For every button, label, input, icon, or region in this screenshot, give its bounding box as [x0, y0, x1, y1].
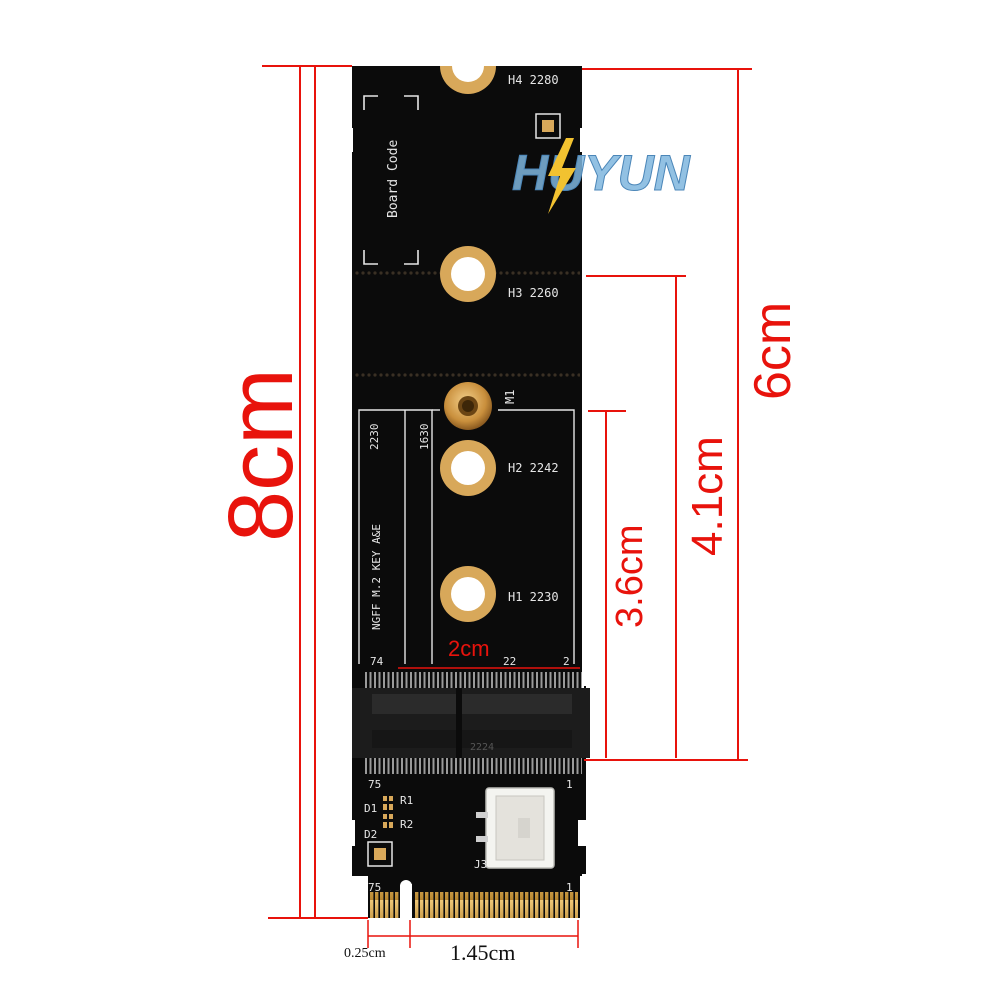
size-1630-label: 1630: [418, 424, 431, 451]
slot-pin-22: 22: [503, 655, 516, 668]
break-line-m1: [355, 373, 580, 379]
dim-3-6cm: 3.6cm: [609, 525, 651, 628]
dim-4-1cm: 4.1cm: [683, 436, 732, 556]
key-label: NGFF M.2 KEY A&E: [370, 524, 383, 630]
slot-pin-74: 74: [370, 655, 384, 668]
slot-pin-2: 2: [563, 655, 570, 668]
m1-label: M1: [503, 390, 517, 404]
dim-8cm: 8cm: [210, 368, 312, 542]
h2-mount-hole: [440, 440, 496, 496]
h1-label: H1 2230: [508, 590, 559, 604]
pcb-side-notch-bottom-r: [578, 820, 586, 846]
smd-components: D1 R1 R2 D2: [364, 794, 413, 841]
j3-label: J3: [474, 858, 487, 871]
board-code-frame: [363, 95, 419, 265]
board-code-label: Board Code: [386, 140, 401, 218]
lower-pin-1-top: 1: [566, 778, 573, 791]
h3-mount-hole: [440, 246, 496, 302]
dim-2cm: 2cm: [448, 636, 490, 661]
lower-pin-1-bottom: 1: [566, 881, 573, 894]
m2-socket: 2224: [352, 672, 590, 774]
r2-label: R2: [400, 818, 413, 831]
pcb-side-notch-top: [347, 128, 353, 152]
size-2230-label: 2230: [368, 424, 381, 451]
watermark-text: HUYUN: [512, 145, 691, 201]
r1-label: R1: [400, 794, 413, 807]
h2-label: H2 2242: [508, 461, 559, 475]
lower-pin-75-bottom: 75: [368, 881, 381, 894]
top-pad: [535, 113, 561, 139]
dim-6cm: 6cm: [744, 302, 802, 400]
dimension-annotations: 8cm 6cm 4.1cm 3.6cm 2cm 0.25cm 1.45cm: [210, 65, 802, 965]
brand-watermark: HUYUN: [512, 138, 691, 214]
pcb-side-notch-top-r: [580, 128, 586, 152]
m2-adapter-board: H4 2280 Board Code H3 2260 M1: [347, 66, 590, 918]
h1-mount-hole: [440, 566, 496, 622]
gold-fingers-left: [370, 892, 400, 918]
d1-label: D1: [364, 802, 377, 815]
h3-label: H3 2260: [508, 286, 559, 300]
dim-1-45cm: 1.45cm: [450, 940, 515, 965]
lower-pin-75-top: 75: [368, 778, 381, 791]
pcb-side-notch-bottom: [347, 820, 355, 846]
h4-label: H4 2280: [508, 73, 559, 87]
j3-connector: [476, 787, 555, 869]
d2-label: D2: [364, 828, 377, 841]
gold-fingers-right: [414, 892, 578, 918]
slot-marking: 2224: [470, 742, 494, 753]
m1-standoff: [444, 382, 492, 430]
bottom-pad: [367, 841, 393, 867]
dim-0-25cm: 0.25cm: [344, 946, 386, 961]
card-outline: [358, 409, 575, 664]
key-notch: [400, 880, 412, 918]
lightning-bolt-icon: [548, 138, 576, 214]
